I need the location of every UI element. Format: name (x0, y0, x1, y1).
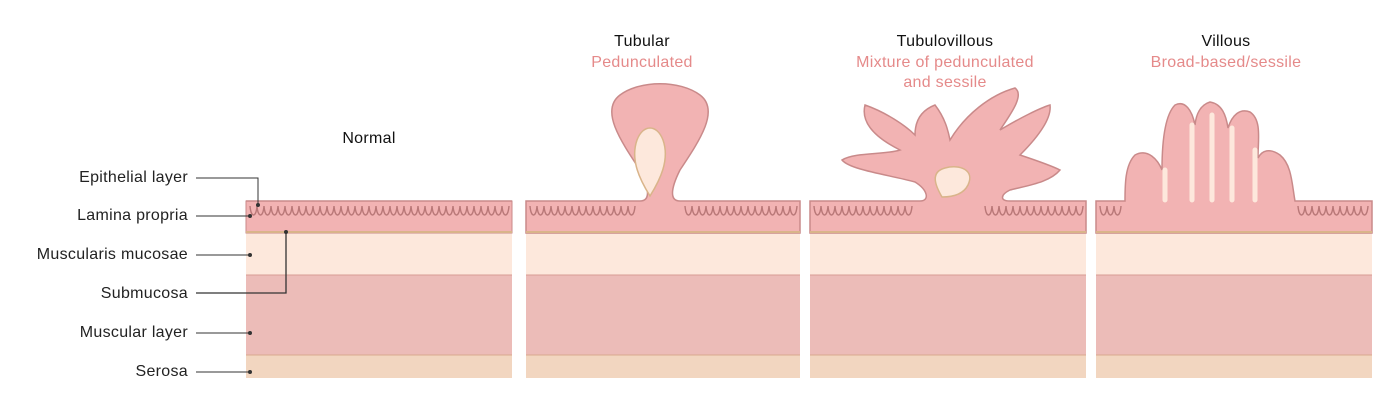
subtitle-tubulovillous-line-1: Mixture of pedunculated (856, 54, 1034, 71)
crypt-pattern (249, 205, 510, 216)
panel-villous (1095, 101, 1373, 378)
polyp-stalk-core (934, 166, 971, 198)
leader-dot (248, 214, 252, 218)
leader-dot (256, 203, 260, 207)
muscular-layer-band (810, 275, 1086, 356)
polyp-tubulovillous (809, 87, 1087, 234)
serosa-band (1096, 355, 1372, 378)
leader-dot (284, 230, 288, 234)
panel-normal (245, 200, 513, 378)
muscularis-mucosae-band (810, 231, 1086, 275)
panel-tubular (525, 83, 801, 378)
crypt-pattern (1297, 205, 1369, 216)
polyp-stalk-core (633, 127, 667, 198)
crypt-pattern (813, 205, 913, 216)
serosa-band (526, 355, 800, 378)
muscular-layer-band (1096, 275, 1372, 356)
leader-dot (248, 253, 252, 257)
title-tubulovillous: Tubulovillous (897, 33, 994, 50)
crypt-pattern (684, 205, 798, 216)
muscular-layer-band (526, 275, 800, 356)
muscularis-mucosae-band (526, 231, 800, 275)
title-normal: Normal (342, 130, 395, 147)
panel-tubulovillous (809, 87, 1087, 378)
crypt-pattern (529, 205, 636, 216)
label-muscularis-mucosae: Muscularis mucosae (37, 246, 188, 263)
crypt-pattern (984, 205, 1084, 216)
leader-dot (248, 370, 252, 374)
panel-titles: Normal Tubular Pedunculated Tubulovillou… (342, 33, 1301, 147)
label-submucosa: Submucosa (101, 285, 188, 302)
leader-line-submucosa (196, 232, 287, 294)
leader-line-epithelial (196, 177, 259, 205)
subtitle-tubulovillous-line-2: and sessile (903, 74, 986, 91)
subtitle-villous-line-1: Broad-based/sessile (1151, 54, 1302, 71)
serosa-band (246, 355, 512, 378)
label-serosa: Serosa (136, 363, 189, 380)
leader-lines (196, 177, 288, 374)
label-lamina-propria: Lamina propria (77, 207, 188, 224)
muscular-layer-band (246, 275, 512, 356)
label-muscular-layer: Muscular layer (80, 324, 189, 341)
label-epithelial-layer: Epithelial layer (79, 169, 188, 186)
crypt-pattern (1099, 205, 1122, 216)
villous-fronds (1162, 112, 1258, 203)
leader-dot (248, 331, 252, 335)
serosa-band (810, 355, 1086, 378)
mucosa-strip (245, 200, 513, 234)
muscularis-mucosae-band (246, 231, 512, 275)
title-tubular: Tubular (614, 33, 670, 50)
muscularis-mucosae-band (1096, 231, 1372, 275)
layer-labels: Epithelial layer Lamina propria Muscular… (37, 169, 189, 380)
subtitle-tubular-line-1: Pedunculated (591, 54, 692, 71)
title-villous: Villous (1202, 33, 1251, 50)
